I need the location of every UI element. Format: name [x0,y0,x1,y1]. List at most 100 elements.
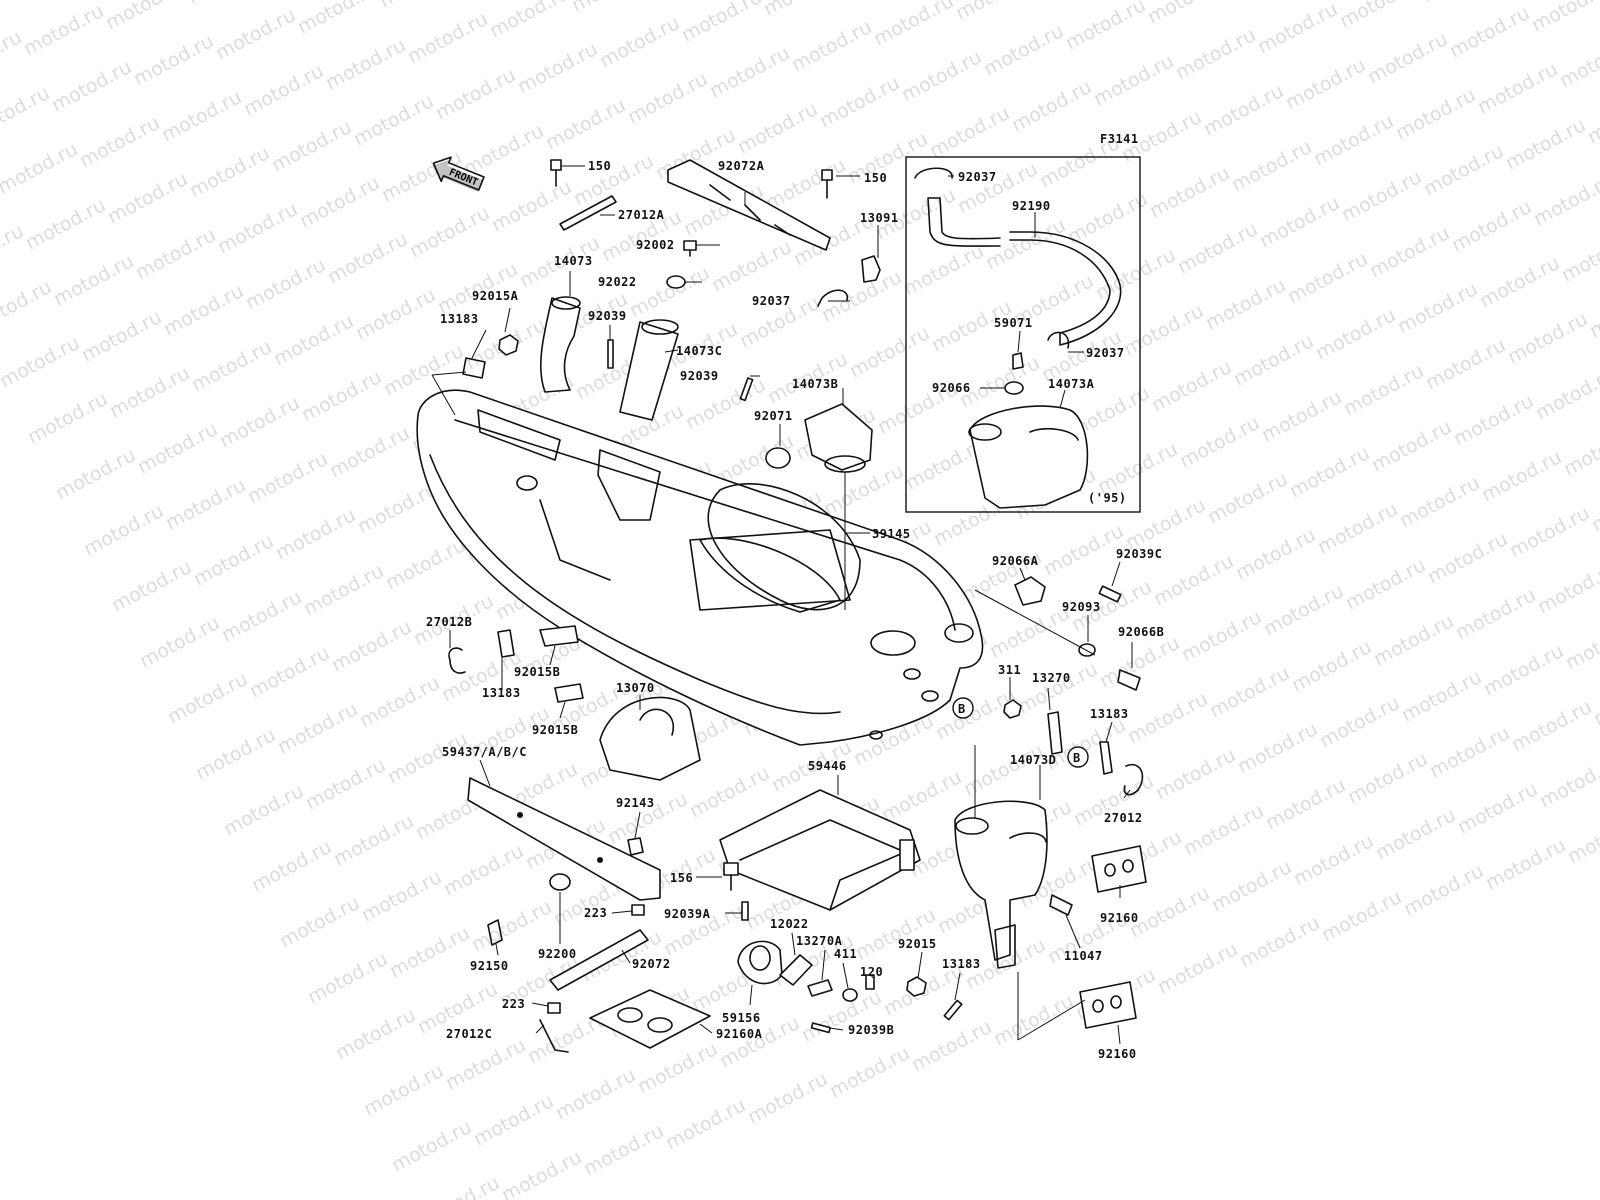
watermark-text: motod.ru [568,0,655,16]
watermark-text: motod.ru [960,740,1047,800]
watermark-text: motod.ru [678,0,765,46]
watermark-text: motod.ru [1584,88,1600,148]
bolt-120 [865,974,875,990]
watermark-text: motod.ru [1316,692,1403,752]
cover-13070 [599,696,701,781]
watermark-text: motod.ru [1392,84,1479,144]
watermark-text: motod.ru [216,392,303,452]
label-150-left: 150 [588,159,611,173]
part-labels: 150 92072A 150 27012A 14073 92002 13091 … [426,159,1164,1061]
watermark-text: motod.ru [300,560,387,620]
bolt-156 [723,862,739,891]
watermark-text: motod.ru [322,34,409,94]
watermark-text: motod.ru [358,866,445,926]
watermark-text: motod.ru [908,1016,995,1076]
watermark-text: motod.ru [1236,912,1323,972]
label-59071: 59071 [994,316,1033,330]
watermark-text: motod.ru [788,16,875,76]
watermark-text: motod.ru [296,172,383,232]
watermark-text: motod.ru [826,1042,913,1102]
label-92072a: 92072A [718,159,765,173]
watermark-text: motod.ru [1040,520,1127,580]
watermark-text: motod.ru [708,236,795,296]
watermark-text: motod.ru [1014,658,1101,718]
watermark-text: motod.ru [1504,308,1591,368]
watermark-text: motod.ru [1254,0,1341,58]
watermark-text: motod.ru [160,280,247,340]
label-14073b: 14073B [792,377,838,391]
watermark-text: motod.ru [1424,528,1511,588]
watermark-text: motod.ru [1290,830,1377,890]
watermark-text: motod.ru [1400,860,1487,920]
watermark-text: motod.ru [302,754,389,814]
watermark-text: motod.ru [356,672,443,732]
screw-223-top [631,904,645,916]
label-59156: 59156 [722,1011,761,1025]
bracket-92015b-bottom [554,683,584,703]
watermark-text: motod.ru [900,240,987,300]
watermark-text: motod.ru [188,336,275,396]
watermark-text: motod.ru [432,64,519,124]
label-92200: 92200 [538,947,577,961]
nut-311 [1003,699,1022,719]
watermark-text: motod.ru [1342,554,1429,614]
label-92039-right: 92039 [680,369,719,383]
watermark-text: motod.ru [404,8,491,68]
label-13091: 13091 [860,211,899,225]
watermark-text: motod.ru [1532,364,1600,424]
nut-92015a [498,334,519,356]
duct-14073c [619,319,679,421]
label-14073d: 14073D [1010,753,1056,767]
watermark-text: motod.ru [220,780,307,840]
watermark-text: motod.ru [244,448,331,508]
watermark-text: motod.ru [1536,752,1600,812]
grommet-92066a [1014,576,1046,606]
label-92066a: 92066A [992,554,1039,568]
watermark-text: motod.ru [1344,748,1431,808]
watermark-text: motod.ru [1398,666,1485,726]
watermark-text: motod.ru [898,46,985,106]
watermark-text: motod.ru [272,504,359,564]
watermark-text: motod.ru [1556,32,1600,92]
flange-92160-right-top [1091,845,1147,893]
bolt-150-right [821,169,833,199]
watermark-text: motod.ru [1288,636,1375,696]
watermark-text: motod.ru [1508,696,1595,756]
watermark-text: motod.ru [1590,670,1600,730]
label-92066b: 92066B [1118,625,1164,639]
watermark-text: motod.ru [350,90,437,150]
watermark-text: motod.ru [744,1068,831,1128]
plate-59446 [719,789,921,911]
label-92150: 92150 [470,959,509,973]
label-92015a: 92015A [472,289,519,303]
watermark-text: motod.ru [1200,80,1287,140]
watermark-text: motod.ru [1476,252,1563,312]
watermark-text: motod.ru [1452,584,1539,644]
watermark-text: motod.ru [184,0,271,8]
label-92143: 92143 [616,796,655,810]
watermark-text: motod.ru [190,530,277,590]
watermark-text: motod.ru [844,128,931,188]
watermark-text: motod.ru [1202,274,1289,334]
watermark-text: motod.ru [298,366,385,426]
grommet-92066 [1004,381,1024,395]
label-92160-right-top: 92160 [1100,911,1139,925]
label-27012b: 27012B [426,615,472,629]
label-92071: 92071 [754,409,793,423]
watermark-text: motod.ru [1282,54,1369,114]
watermark-text: motod.ru [570,150,657,210]
watermark-text: motod.ru [816,72,903,132]
strap-27012a [559,195,617,231]
watermark-text: motod.ru [1310,110,1397,170]
watermark-text: motod.ru [76,112,163,172]
label-92066: 92066 [932,381,971,395]
leader-lines [449,165,1133,1045]
watermark-text: motod.ru [626,262,713,322]
label-92039b: 92039B [848,1023,894,1037]
hose-92190-a [927,197,1001,247]
watermark-text: motod.ru [1234,718,1321,778]
watermark-text: motod.ru [304,948,391,1008]
watermark-text: motod.ru [1482,834,1569,894]
watermark-text: motod.ru [1560,420,1600,480]
